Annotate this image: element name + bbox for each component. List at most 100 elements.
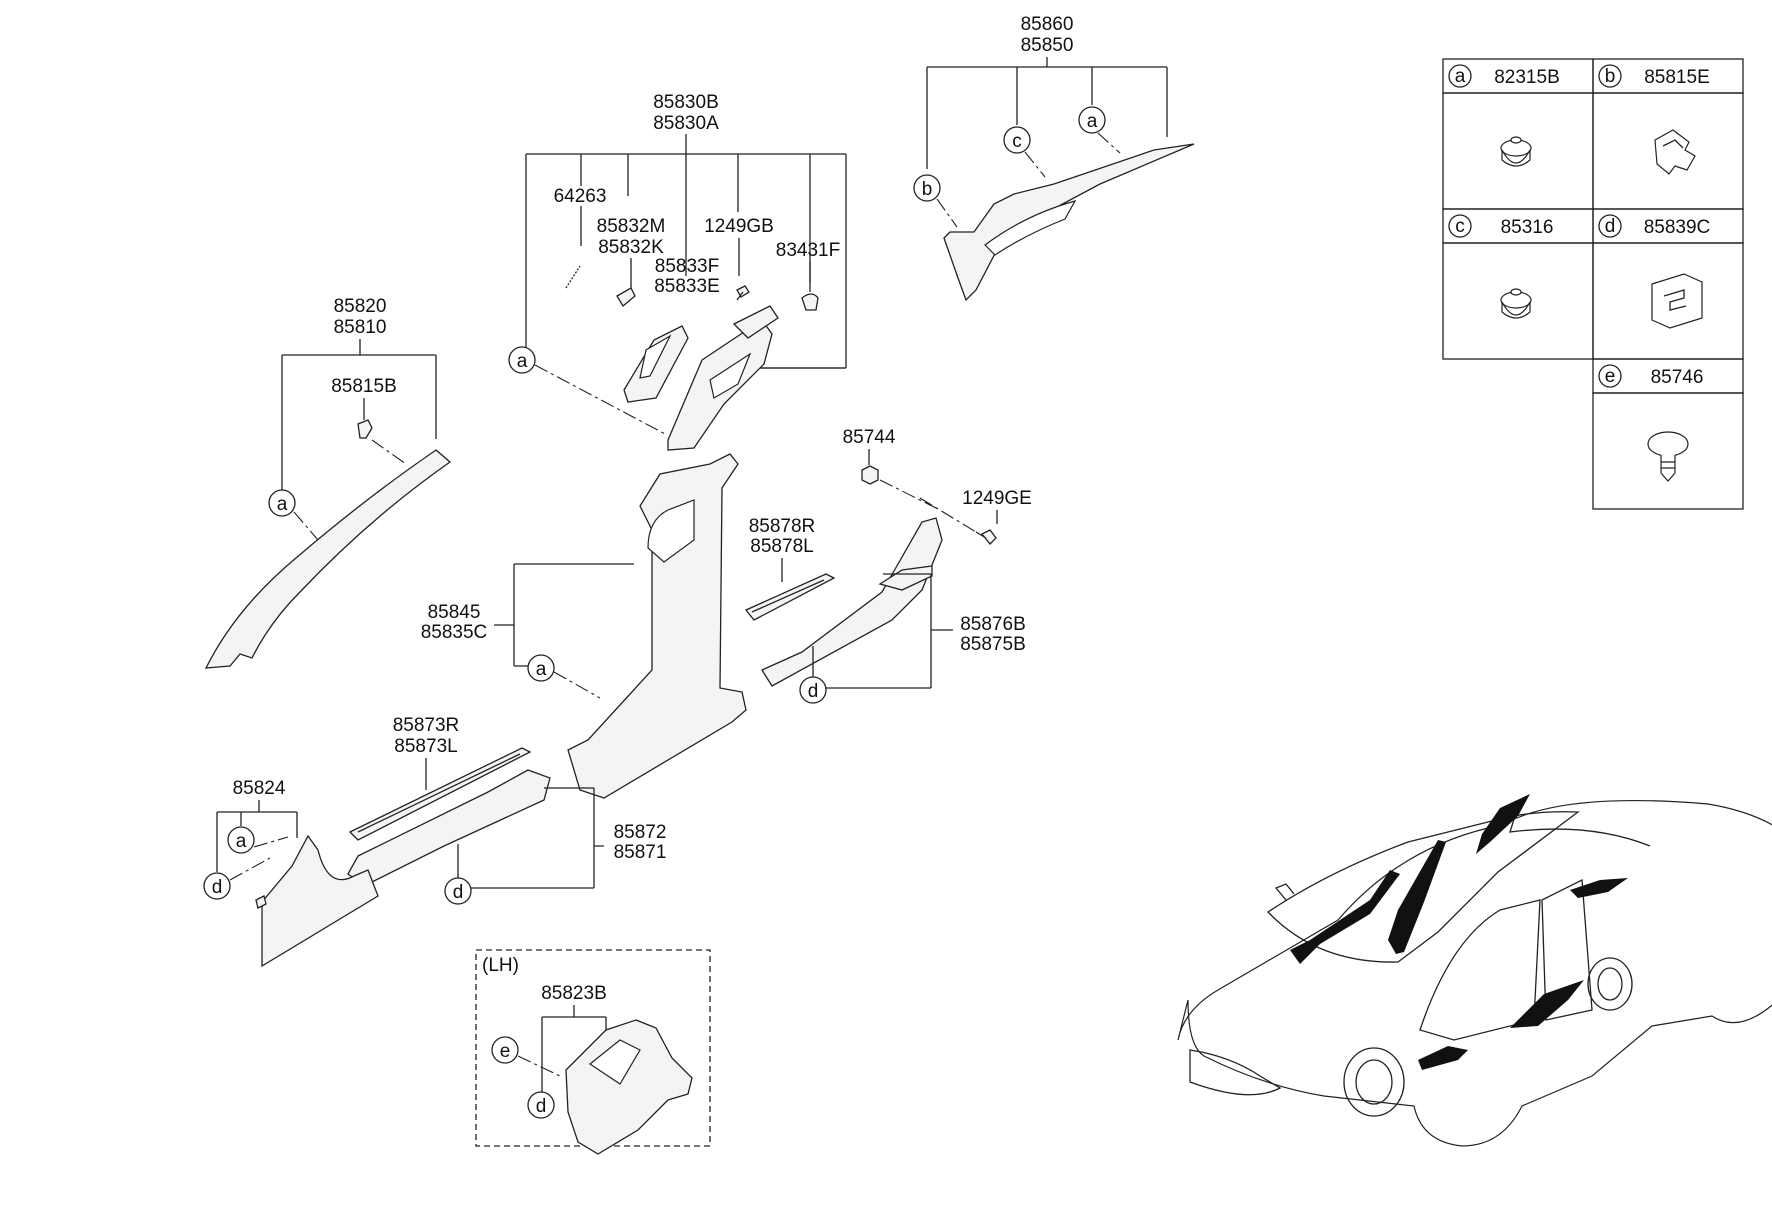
callout-d-rear-scuff	[799, 676, 827, 704]
svg-text:d: d	[453, 882, 464, 903]
svg-text:d: d	[1605, 216, 1616, 237]
highlight-b-pillar	[1388, 840, 1446, 954]
label-85830A: 85830A	[653, 113, 719, 134]
callout-a-a-pillar	[268, 489, 296, 517]
b-pillar-lower-trim-part	[567, 453, 747, 799]
label-1249GE: 1249GE	[962, 488, 1032, 509]
legend-callout-c	[1448, 214, 1472, 238]
svg-text:a: a	[277, 494, 288, 515]
rear-door-scuff-group: 85878R 85878L 85876B 85875B d	[744, 516, 1026, 704]
legend-callout-a	[1448, 64, 1472, 88]
callout-d-front-scuff	[444, 877, 472, 905]
label-85832M: 85832M	[597, 216, 666, 237]
highlight-rear-scuff	[1510, 980, 1584, 1028]
svg-text:e: e	[1605, 366, 1616, 387]
callout-a-c-pillar	[1078, 106, 1106, 134]
svg-text:a: a	[236, 831, 247, 852]
callout-d-lh	[527, 1091, 555, 1119]
c-pillar-trim-group: 85860 85850 b c a	[913, 14, 1195, 302]
spring-64263	[565, 265, 581, 289]
label-85878L: 85878L	[750, 536, 813, 557]
clip-85832M	[616, 287, 636, 307]
svg-text:d: d	[536, 1096, 547, 1117]
lh-inset-box: (LH) 85823B e d	[475, 949, 711, 1155]
label-85744: 85744	[843, 427, 896, 448]
label-85873R: 85873R	[393, 715, 460, 736]
callout-c-c-pillar	[1003, 126, 1031, 154]
callout-b-c-pillar	[913, 174, 941, 202]
label-85876B: 85876B	[960, 614, 1026, 635]
label-85872: 85872	[614, 822, 667, 843]
b-pillar-lower-group: 85845 85835C a	[421, 453, 747, 799]
callout-a-b-pillar-lower	[527, 654, 555, 682]
cowl-side-trim-group: 85824 a d	[203, 778, 379, 968]
svg-text:e: e	[500, 1041, 511, 1062]
label-85830B: 85830B	[653, 92, 719, 113]
callout-a-b-pillar	[508, 346, 536, 374]
svg-text:b: b	[922, 179, 933, 200]
a-pillar-trim-part	[204, 449, 452, 669]
screw-1249GE	[975, 529, 997, 545]
lh-lower-trim-85823B	[565, 1019, 693, 1155]
screw-1249GB	[736, 285, 750, 301]
label-1249GB: 1249GB	[704, 216, 774, 237]
rear-fasteners-group: 85744 1249GE	[843, 427, 1032, 545]
svg-text:b: b	[1605, 66, 1616, 87]
clip-85746-icon	[1647, 431, 1689, 482]
label-85878R: 85878R	[749, 516, 816, 537]
legend-callout-e	[1598, 364, 1622, 388]
clip-85815e-icon	[1654, 129, 1696, 175]
legend-callout-b	[1598, 64, 1622, 88]
label-85873L: 85873L	[394, 736, 457, 757]
label-85810: 85810	[334, 317, 387, 338]
label-83431F: 83431F	[776, 240, 840, 261]
clip-85316-icon	[1500, 288, 1532, 319]
highlight-c-pillar	[1476, 794, 1530, 854]
svg-text:d: d	[212, 877, 223, 898]
svg-text:a: a	[536, 659, 547, 680]
a-pillar-trim-group: 85820 85810 85815B a	[204, 296, 452, 669]
label-85875B: 85875B	[960, 634, 1026, 655]
legend-a-part-number: 82315B	[1494, 67, 1560, 88]
label-85820: 85820	[334, 296, 387, 317]
svg-text:a: a	[517, 351, 528, 372]
label-85860: 85860	[1021, 14, 1074, 35]
highlight-front-scuff	[1418, 1046, 1468, 1070]
legend-e-part-number: 85746	[1651, 367, 1704, 388]
label-85815B: 85815B	[331, 376, 397, 397]
fastener-legend-table: a 82315B b 85815E c 85316 d 85839C e 857…	[1442, 58, 1744, 510]
callout-a-cowl	[227, 826, 255, 854]
clip-85815B	[357, 419, 373, 439]
clip-85839c-icon	[1651, 273, 1703, 329]
vehicle-location-illustration	[1177, 794, 1772, 1147]
c-pillar-trim-part	[943, 143, 1195, 302]
label-64263: 64263	[554, 186, 607, 207]
svg-text:c: c	[1455, 216, 1465, 237]
label-85823B: 85823B	[541, 983, 607, 1004]
b-pillar-upper-group: 85830B 85830A 64263 85832M 85832K 1249GB…	[508, 92, 847, 451]
label-85824: 85824	[233, 778, 286, 799]
cap-83431F	[801, 293, 819, 311]
label-85871: 85871	[614, 842, 667, 863]
rear-door-scuff-trim	[761, 517, 943, 687]
legend-callout-d	[1598, 214, 1622, 238]
legend-b-part-number: 85815E	[1644, 67, 1710, 88]
label-85845: 85845	[428, 602, 481, 623]
callout-e-lh	[491, 1036, 519, 1064]
label-85835C: 85835C	[421, 622, 488, 643]
cowl-side-trim-part	[261, 834, 379, 968]
label-85833E: 85833E	[654, 276, 720, 297]
svg-text:a: a	[1455, 66, 1466, 87]
nut-85744	[861, 465, 879, 485]
lh-caption: (LH)	[482, 955, 519, 976]
label-85832K: 85832K	[598, 237, 664, 258]
clip-82315b-icon	[1500, 136, 1532, 167]
legend-c-part-number: 85316	[1501, 217, 1554, 238]
front-door-scuff-group: 85873R 85873L 85872 85871 d	[347, 715, 667, 905]
svg-text:a: a	[1087, 111, 1098, 132]
highlight-a-pillar	[1290, 870, 1400, 964]
svg-text:d: d	[808, 681, 819, 702]
label-85833F: 85833F	[655, 256, 719, 277]
